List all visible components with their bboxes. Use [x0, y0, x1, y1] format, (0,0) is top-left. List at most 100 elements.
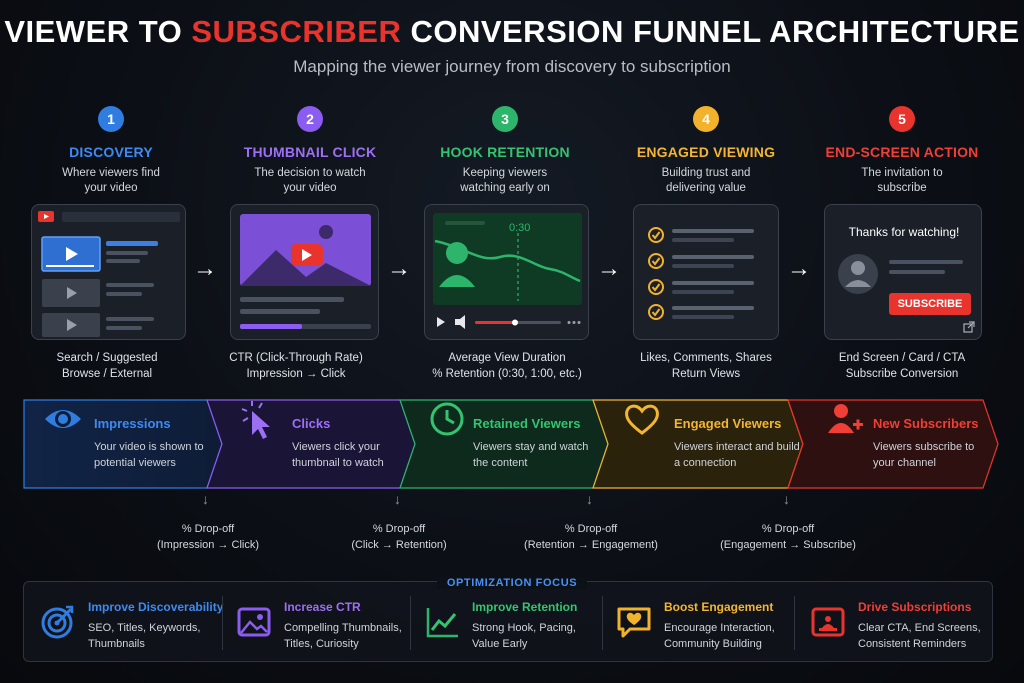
dropoff-arrow-icon: ↓ — [202, 491, 209, 507]
step-description: Building trust and delivering value — [661, 167, 751, 194]
step-discovery: 1 DISCOVERY Where viewers find your vide… — [21, 106, 201, 196]
optimization-item-title: Improve Retention — [472, 600, 578, 614]
dropoff-arrow-icon: ↓ — [586, 491, 593, 507]
step-number-badge: 3 — [492, 106, 518, 132]
divider — [794, 596, 795, 650]
step-number-badge: 2 — [297, 106, 323, 132]
step-title: ENGAGED VIEWING — [636, 144, 776, 160]
funnel-stage-title: Clicks — [292, 416, 331, 431]
flow-arrow: → — [787, 255, 811, 282]
funnel-stage-desc: Your video is shown to potential viewers — [94, 441, 204, 469]
page-subtitle: Mapping the viewer journey from discover… — [293, 57, 731, 76]
end-screen-mockup: Thanks for watching! SUBSCRIBE — [824, 204, 982, 340]
optimization-item-title: Boost Engagement — [664, 600, 774, 614]
funnel-stage-desc: Viewers interact and build a connection — [674, 441, 800, 469]
end-screen-message: Thanks for watching! — [848, 225, 960, 239]
optimization-heading: OPTIMIZATION FOCUS — [0, 573, 1024, 591]
optimization-item-title: Improve Discoverability — [88, 600, 224, 614]
avatar-illustration — [838, 254, 963, 294]
target-icon — [41, 605, 74, 639]
optimization-item-desc: SEO, Titles, Keywords, Thumbnails — [88, 622, 201, 650]
step-end-screen-action: 5 END-SCREEN ACTION The invitation to su… — [812, 106, 992, 196]
optimization-item-desc: Strong Hook, Pacing, Value Early — [472, 622, 576, 650]
step-number-badge: 1 — [98, 106, 124, 132]
optimization-item-desc: Encourage Interaction, Community Buildin… — [664, 622, 775, 650]
funnel-stage-title: Engaged Viewers — [674, 416, 782, 431]
step-metric: Average View Duration% Retention (0:30, … — [432, 352, 582, 380]
dropoff-label: % Drop-off(Impression → Click) — [156, 523, 260, 551]
clock-icon — [430, 402, 464, 436]
optimization-item-desc: Clear CTA, End Screens, Consistent Remin… — [858, 622, 981, 650]
optimization-item-title: Increase CTR — [284, 600, 361, 614]
subscribe-icon — [811, 607, 845, 637]
page-title: VIEWER TO SUBSCRIBER CONVERSION FUNNEL A… — [4, 14, 1020, 49]
flow-arrow: → — [193, 255, 217, 282]
retention-timestamp: 0:30 — [509, 222, 531, 234]
flow-arrow: → — [387, 255, 411, 282]
dropoff-label: % Drop-off(Engagement → Subscribe) — [720, 523, 856, 551]
flow-arrow: → — [597, 255, 621, 282]
funnel-stage-clicks: Clicks Viewers click your thumbnail to w… — [206, 399, 416, 489]
dropoff-label: % Drop-off(Retention → Engagement) — [524, 523, 658, 551]
step-description: Where viewers find your video — [62, 167, 160, 194]
funnel-stage-retained: Retained Viewers Viewers stay and watch … — [399, 399, 609, 489]
line-chart-icon — [426, 608, 458, 638]
user-plus-icon — [828, 404, 863, 433]
optimization-item-title: Drive Subscriptions — [858, 600, 972, 614]
thumbnail-illustration — [240, 214, 371, 329]
funnel-stage-desc: Viewers subscribe to your channel — [873, 441, 975, 469]
funnel-stage-title: Impressions — [94, 416, 171, 431]
browse-feed-illustration — [38, 211, 180, 337]
optimization-item-discoverability: Improve Discoverability SEO, Titles, Key… — [40, 598, 230, 650]
dropoff-arrow-icon: ↓ — [394, 491, 401, 507]
external-link-icon — [963, 321, 975, 333]
checklist-illustration — [648, 227, 754, 320]
funnel-stage-title: New Subscribers — [873, 416, 979, 431]
optimization-item-subscriptions: Drive Subscriptions Clear CTA, End Scree… — [810, 598, 990, 650]
funnel-stage-desc: Viewers click your thumbnail to watch — [292, 441, 384, 469]
funnel-chevron — [787, 399, 999, 489]
funnel-stage-desc: Viewers stay and watch the content — [473, 441, 589, 469]
step-number-badge: 4 — [693, 106, 719, 132]
engagement-mockup — [633, 204, 779, 340]
divider — [602, 596, 603, 650]
dropoff-label: % Drop-off(Click → Retention) — [351, 523, 447, 551]
optimization-item-engagement: Boost Engagement Encourage Interaction, … — [616, 598, 796, 650]
discovery-mockup — [31, 204, 186, 340]
step-description: The invitation to subscribe — [861, 167, 943, 194]
step-metric: CTR (Click-Through Rate)Impression → Cli… — [229, 352, 363, 380]
eye-icon — [45, 410, 81, 428]
optimization-item-retention: Improve Retention Strong Hook, Pacing, V… — [424, 598, 604, 650]
step-number-badge: 5 — [889, 106, 915, 132]
optimization-panel — [23, 581, 993, 662]
step-hook-retention: 3 HOOK RETENTION Keeping viewers watchin… — [415, 106, 595, 196]
dropoff-arrow-icon: ↓ — [783, 491, 790, 507]
cursor-click-icon — [241, 401, 270, 439]
funnel-stage-title: Retained Viewers — [473, 416, 581, 431]
step-description: Keeping viewers watching early on — [460, 167, 550, 194]
funnel-stage-engaged: Engaged Viewers Viewers interact and bui… — [592, 399, 804, 489]
funnel-stage-impressions: Impressions Your video is shown to poten… — [23, 399, 223, 489]
step-thumbnail-click: 2 THUMBNAIL CLICK The decision to watch … — [220, 106, 400, 196]
step-title: DISCOVERY — [69, 144, 153, 160]
chat-heart-icon — [617, 607, 651, 638]
step-title: THUMBNAIL CLICK — [243, 144, 377, 160]
retention-mockup: 0:30 — [424, 204, 589, 340]
retention-graph-illustration — [433, 213, 582, 329]
step-description: The decision to watch your video — [254, 167, 366, 194]
heart-icon — [625, 404, 659, 435]
image-icon — [237, 607, 271, 637]
step-engaged-viewing: 4 ENGAGED VIEWING Building trust and del… — [616, 106, 796, 196]
thumbnail-mockup — [230, 204, 379, 340]
step-title: HOOK RETENTION — [440, 144, 570, 160]
divider — [410, 596, 411, 650]
optimization-item-desc: Compelling Thumbnails, Titles, Curiosity — [284, 622, 402, 650]
optimization-item-ctr: Increase CTR Compelling Thumbnails, Titl… — [236, 598, 416, 650]
step-title: END-SCREEN ACTION — [825, 144, 979, 160]
subscribe-button[interactable]: SUBSCRIBE — [889, 293, 971, 315]
funnel-stage-subscribers: New Subscribers Viewers subscribe to you… — [787, 399, 999, 489]
divider — [222, 596, 223, 650]
